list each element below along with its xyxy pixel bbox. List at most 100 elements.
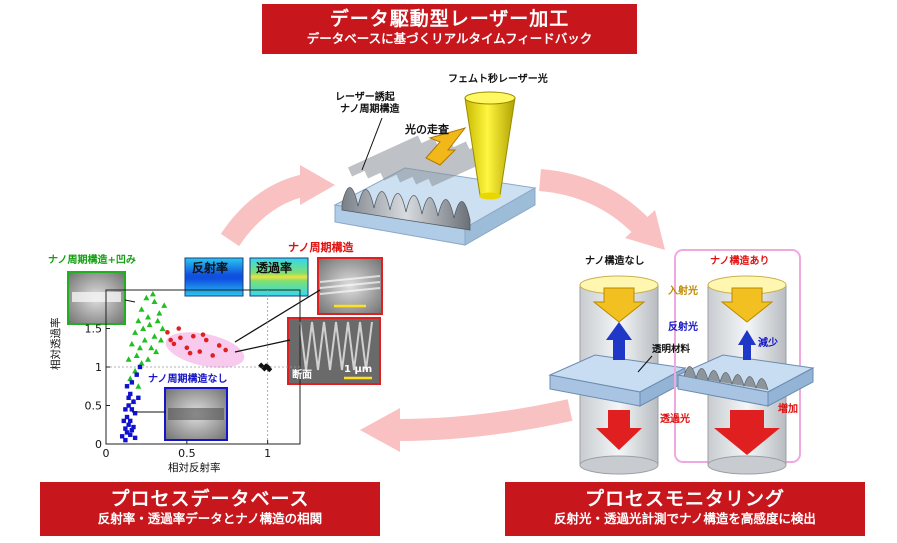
chart-xlabel: 相対反射率: [168, 462, 221, 474]
data-point-square: [129, 407, 135, 412]
data-point-square: [136, 395, 141, 400]
data-point-triangle: [127, 375, 134, 382]
data-point-triangle: [138, 306, 145, 312]
data-point-square: [126, 395, 131, 400]
data-point-circle: [216, 343, 222, 348]
data-point-triangle: [154, 317, 161, 324]
induced-pointer: [361, 117, 383, 171]
data-point-triangle: [141, 337, 148, 343]
data-point-triangle: [125, 356, 132, 362]
data-point-square: [126, 422, 131, 427]
data-point-square: [129, 380, 135, 385]
no-structure-label: ナノ構造なし: [585, 256, 645, 267]
data-point-diamond: [263, 363, 270, 370]
cycle-arrow-bottom: [360, 399, 573, 452]
cycle-arrow-top-right: [538, 169, 665, 250]
data-point-square: [128, 418, 133, 424]
data-point-circle: [178, 335, 183, 341]
data-point-square: [124, 430, 130, 435]
connector-3: [124, 299, 136, 303]
data-point-circle: [168, 337, 173, 343]
data-point-triangle: [132, 367, 139, 374]
data-point-circle: [176, 326, 182, 331]
data-point-square: [124, 414, 130, 420]
data-point-circle: [203, 337, 209, 343]
data-point-triangle: [161, 302, 168, 308]
cylinder-no-structure: [548, 275, 687, 475]
database-title: プロセスデータベース: [110, 488, 310, 510]
data-point-triangle: [157, 337, 164, 343]
data-point-triangle: [146, 321, 153, 328]
data-point-triangle: [140, 325, 147, 331]
monitoring-title: プロセスモニタリング: [584, 488, 785, 510]
data-point-square: [123, 407, 128, 412]
decrease-label: 減少: [758, 338, 778, 349]
beam-label: フェムト秒レーザー光: [448, 74, 548, 85]
transmitted-label: 透過光: [660, 414, 690, 425]
x-tick-label: 1: [264, 447, 271, 460]
data-point-diamond: [266, 366, 273, 373]
data-point-triangle: [143, 294, 150, 301]
with-structure-label: ナノ構造あり: [710, 256, 770, 267]
data-point-circle: [184, 345, 190, 351]
monitoring-banner: プロセスモニタリング 反射光・透過光計測でナノ構造を高感度に検出: [505, 482, 865, 536]
data-point-diamond: [258, 362, 265, 369]
data-point-square: [134, 372, 139, 377]
data-point-square: [131, 424, 136, 430]
data-point-circle: [200, 332, 206, 337]
cycle-arrow-top-left: [220, 165, 335, 247]
connector-2: [234, 339, 291, 353]
data-point-square: [119, 434, 125, 439]
data-point-square: [128, 432, 133, 437]
data-point-square: [137, 364, 143, 370]
data-point-square: [123, 437, 128, 443]
database-subtitle: 反射率・透過率データとナノ構造の相関: [97, 511, 323, 526]
data-point-circle: [171, 341, 177, 347]
induced-label-1: レーザー誘起: [335, 92, 395, 103]
monitoring-subtitle: 反射光・透過光計測でナノ構造を高感度に検出: [554, 511, 816, 526]
data-point-triangle: [159, 325, 166, 331]
data-point-triangle: [148, 344, 155, 351]
incident-label: 入射光: [668, 286, 698, 297]
laser-beam: [464, 91, 516, 200]
y-tick-label: 0: [95, 438, 102, 451]
data-point-triangle: [151, 298, 158, 305]
scan-label: 光の走査: [405, 123, 449, 136]
chart-ylabel: 相対透過率: [50, 317, 62, 371]
data-point-square: [132, 411, 138, 416]
data-point-square: [132, 435, 138, 441]
data-point-triangle: [153, 348, 160, 355]
data-point-square: [129, 427, 135, 433]
material-pointer: [637, 355, 653, 373]
data-point-square: [126, 403, 131, 408]
connector-1: [234, 289, 321, 343]
data-point-circle: [191, 333, 196, 339]
induced-label-2: ナノ周期構造: [340, 104, 400, 115]
data-point-triangle: [138, 360, 145, 366]
data-point-circle: [210, 353, 215, 358]
scale-label: 1 µm: [344, 364, 373, 375]
reflected-label: 反射光: [668, 322, 698, 333]
data-point-triangle: [132, 329, 139, 335]
data-point-triangle: [156, 310, 163, 316]
data-point-triangle: [136, 344, 143, 351]
data-point-triangle: [135, 383, 142, 389]
nano-plus-dent-label: ナノ周期構造+凹み: [48, 255, 136, 266]
data-point-square: [121, 418, 126, 424]
header-title: データ駆動型レーザー加工: [329, 8, 570, 30]
data-point-triangle: [145, 313, 152, 320]
scan-arrow: [425, 127, 467, 166]
data-point-triangle: [145, 356, 152, 362]
data-point-square: [124, 384, 130, 389]
transmittance-map-label: 透過率: [256, 261, 293, 275]
reflectance-map-label: 反射率: [192, 261, 229, 275]
y-tick-label: 1.5: [85, 323, 103, 336]
data-point-triangle: [133, 352, 140, 358]
data-point-square: [131, 399, 136, 404]
data-point-triangle: [149, 290, 156, 297]
data-point-triangle: [151, 333, 158, 339]
x-tick-label: 0.5: [178, 447, 196, 460]
data-point-triangle: [128, 340, 135, 347]
